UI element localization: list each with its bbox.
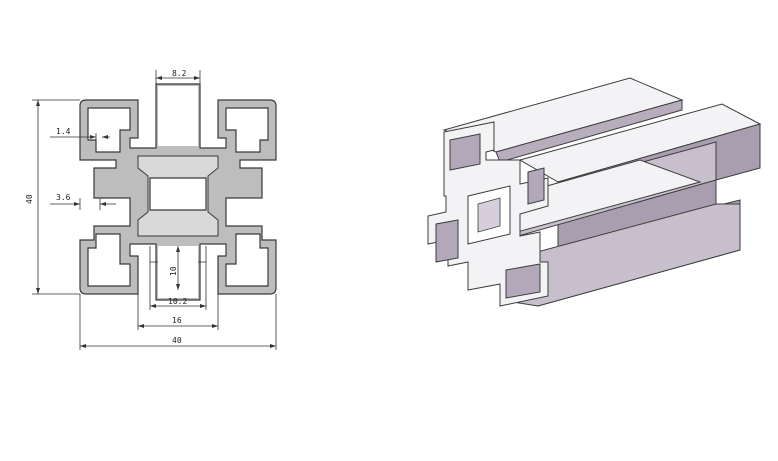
iso-end-hole-3 xyxy=(435,219,459,263)
dim-wall-thickness: 1.4 xyxy=(56,127,71,136)
iso-end-hole-1 xyxy=(449,133,481,171)
dim-slot-inner: 10.2 xyxy=(168,297,187,306)
dim-slot-outer: 16 xyxy=(172,316,182,325)
cross-section-view: 8.2 1.4 3.6 40 10 10.2 xyxy=(25,69,277,350)
dim-top-slot: 8.2 xyxy=(172,69,187,78)
corner-cavity-top-right xyxy=(225,107,269,153)
isometric-view xyxy=(427,77,762,307)
iso-end-hole-4 xyxy=(505,263,541,299)
center-hollow xyxy=(149,177,207,211)
iso-end-hole-2 xyxy=(527,167,545,205)
dim-lip-depth: 3.6 xyxy=(56,193,71,202)
iso-end-core-inner xyxy=(477,197,501,233)
dim-height: 40 xyxy=(25,194,34,204)
corner-cavity-top-left xyxy=(87,107,131,153)
dim-width: 40 xyxy=(172,336,182,345)
iso-slot-band xyxy=(495,99,683,163)
corner-cavity-bottom-right xyxy=(225,233,269,287)
top-slot-opening xyxy=(158,86,198,146)
dim-slot-depth: 10 xyxy=(169,266,178,276)
corner-cavity-bottom-left xyxy=(87,233,131,287)
